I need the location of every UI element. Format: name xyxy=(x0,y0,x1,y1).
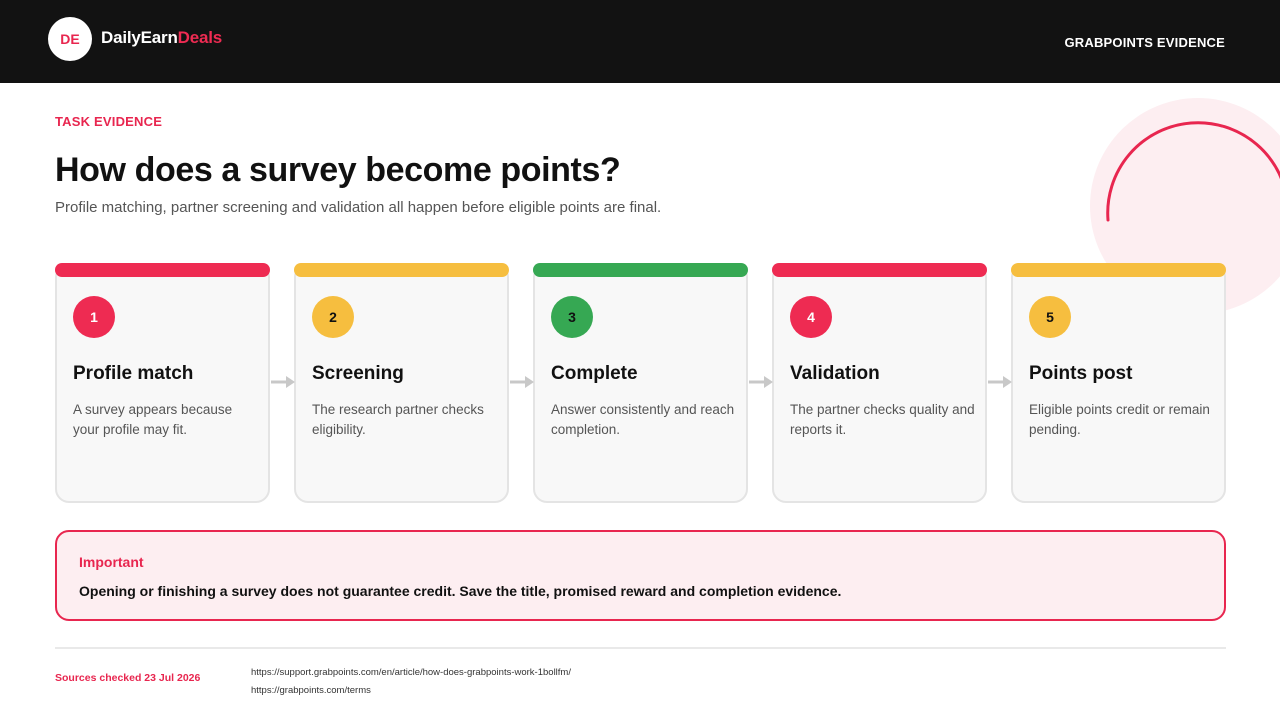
brand-name-accent: Deals xyxy=(177,28,223,47)
step-color-bar xyxy=(294,263,509,277)
step-number-badge: 5 xyxy=(1029,296,1071,338)
brand-name-main: DailyEarn xyxy=(101,28,178,47)
step-number-badge: 4 xyxy=(790,296,832,338)
step-color-bar xyxy=(55,263,270,277)
footer-divider xyxy=(55,647,1226,649)
step-card-5: 5 Points post Eligible points credit or … xyxy=(1011,263,1226,503)
step-title: Validation xyxy=(790,363,880,384)
step-color-bar xyxy=(533,263,748,277)
source-link[interactable]: https://support.grabpoints.com/en/articl… xyxy=(251,667,571,678)
step-number-badge: 3 xyxy=(551,296,593,338)
step-color-bar xyxy=(1011,263,1226,277)
brand-name[interactable]: DailyEarnDeals xyxy=(101,28,222,48)
step-title: Screening xyxy=(312,363,404,384)
step-card-1: 1 Profile match A survey appears because… xyxy=(55,263,270,503)
notice-body: Opening or finishing a survey does not g… xyxy=(79,583,842,599)
important-notice: Important Opening or finishing a survey … xyxy=(55,530,1226,621)
arrow-right-icon xyxy=(271,376,295,388)
page-title: How does a survey become points? xyxy=(55,151,621,189)
step-description: Eligible points credit or remain pending… xyxy=(1029,402,1210,437)
step-description: The partner checks quality and reports i… xyxy=(790,402,975,437)
step-card-3: 3 Complete Answer consistently and reach… xyxy=(533,263,748,503)
step-card-4: 4 Validation The partner checks quality … xyxy=(772,263,987,503)
eyebrow-label: TASK EVIDENCE xyxy=(55,114,163,129)
step-title: Profile match xyxy=(73,363,194,384)
source-link[interactable]: https://grabpoints.com/terms xyxy=(251,685,371,696)
section-label: GRABPOINTS EVIDENCE xyxy=(1064,35,1225,50)
step-description: The research partner checks eligibility. xyxy=(312,402,484,437)
decorative-arc xyxy=(1106,121,1280,222)
sources-checked-label: Sources checked 23 Jul 2026 xyxy=(55,672,201,684)
top-bar: DE DailyEarnDeals GRABPOINTS EVIDENCE xyxy=(0,0,1280,83)
page-subtitle: Profile matching, partner screening and … xyxy=(55,199,662,216)
arrow-right-icon xyxy=(749,376,773,388)
step-color-bar xyxy=(772,263,987,277)
step-card-2: 2 Screening The research partner checks … xyxy=(294,263,509,503)
step-title: Complete xyxy=(551,363,638,384)
step-description: Answer consistently and reach completion… xyxy=(551,402,735,437)
arrow-right-icon xyxy=(510,376,534,388)
step-title: Points post xyxy=(1029,363,1133,384)
step-description: A survey appears because your profile ma… xyxy=(73,402,233,437)
notice-title: Important xyxy=(79,554,144,570)
brand-logo[interactable]: DE xyxy=(48,17,92,61)
arrow-right-icon xyxy=(988,376,1012,388)
step-number-badge: 1 xyxy=(73,296,115,338)
step-number-badge: 2 xyxy=(312,296,354,338)
